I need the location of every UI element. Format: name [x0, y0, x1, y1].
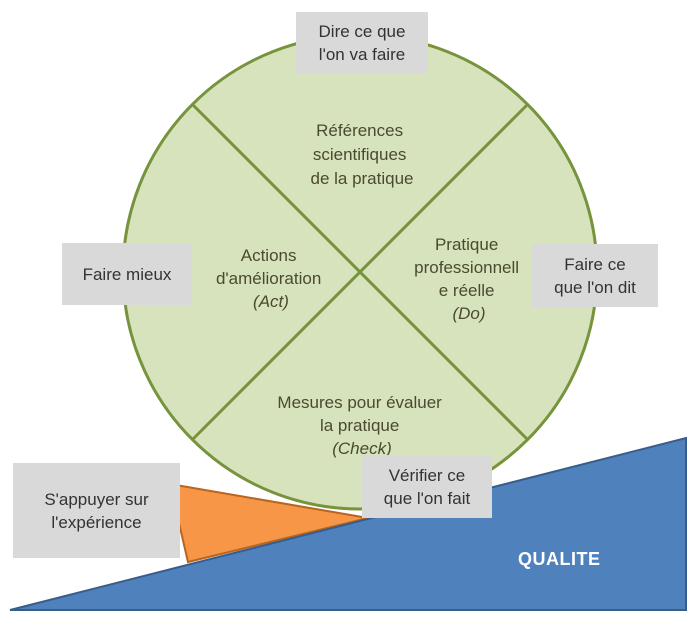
quadrant-right-line-3: e réelle	[439, 281, 495, 300]
box-faire-ce-que-lon-dit: Faire ce que l'on dit	[532, 244, 658, 307]
quadrant-bottom-line-2: la pratique	[320, 416, 399, 435]
quadrant-right-text: Pratique professionnell e réelle (Do)	[414, 235, 524, 323]
quadrant-right-italic: (Do)	[452, 304, 485, 323]
quadrant-bottom-text: Mesures pour évaluer la pratique (Check)	[277, 393, 446, 458]
circle-divider-2	[190, 102, 530, 442]
box-dire-ce-que-lon-va-faire: Dire ce que l'on va faire	[296, 12, 428, 74]
quality-label: QUALITE	[518, 549, 601, 569]
quadrant-left-line-2: d'amélioration	[216, 269, 321, 288]
box-verifier-ce-que-lon-fait: Vérifier ce que l'on fait	[362, 455, 492, 518]
quadrant-top-text: Références scientifiques de la pratique	[310, 121, 413, 188]
box-faire-mieux: Faire mieux	[62, 243, 192, 305]
quality-ramp	[9, 436, 687, 611]
quadrant-right-line-2: professionnell	[414, 258, 519, 277]
quadrant-left-italic: (Act)	[253, 292, 289, 311]
quadrant-right-line-1: Pratique	[435, 235, 498, 254]
box-sappuyer-sur-lexperience: S'appuyer sur l'expérience	[13, 463, 180, 558]
quadrant-top-line-2: scientifiques	[313, 145, 407, 164]
quadrant-left-text: Actions d'amélioration (Act)	[216, 246, 326, 311]
quadrant-bottom-line-1: Mesures pour évaluer	[277, 393, 442, 412]
quadrant-top-line-1: Références	[316, 121, 403, 140]
quadrant-top-line-3: de la pratique	[310, 169, 413, 188]
quadrant-bottom-italic: (Check)	[332, 439, 392, 458]
quadrant-left-line-1: Actions	[241, 246, 297, 265]
